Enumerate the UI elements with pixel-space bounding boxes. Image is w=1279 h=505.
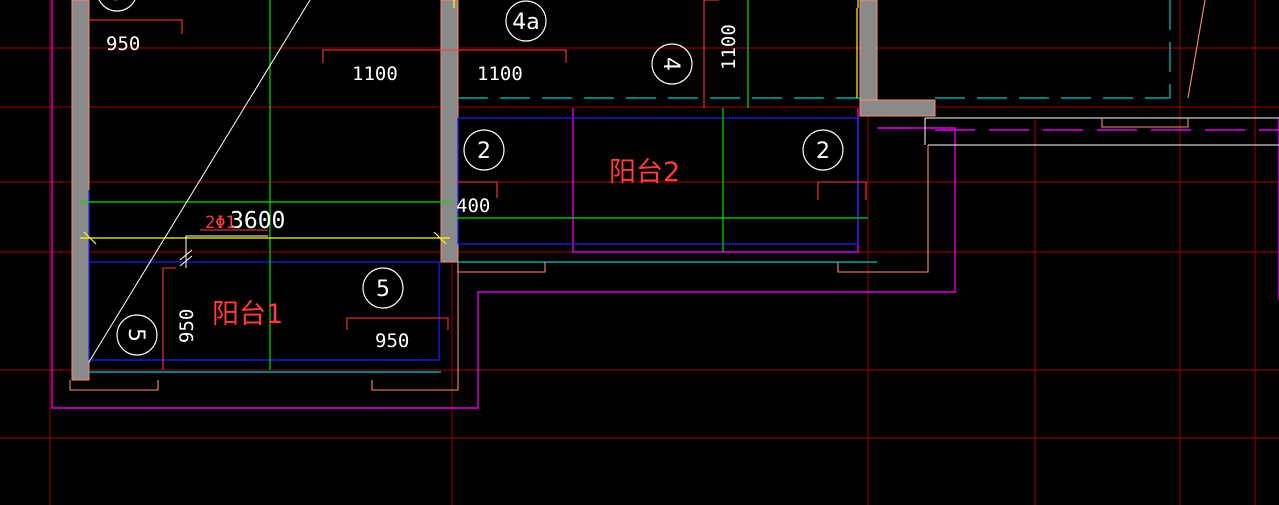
b1-edge-bottom — [69, 380, 159, 391]
b2-edge — [837, 145, 929, 273]
yellow-tick — [433, 231, 447, 245]
room-label-balcony1: 阳台1 — [212, 299, 283, 330]
balcony1-slab — [88, 261, 440, 361]
bubble-label: 2 — [477, 139, 491, 164]
dimension-texts: 950 1100 1100 1100 400 3600 950 950 — [106, 24, 740, 352]
b1-edge-bottom — [371, 262, 459, 391]
red-leaders — [89, 0, 867, 370]
bubble-label: 5 — [123, 328, 148, 342]
blue-lines — [88, 117, 859, 361]
cyan-lines — [89, 0, 1171, 373]
wall-right-horiz — [859, 99, 936, 117]
leader-400 — [455, 181, 498, 198]
bubble-5-mid — [362, 267, 404, 309]
leader-1100-a — [322, 49, 567, 63]
bubble-2-right — [802, 129, 844, 171]
dim-950-vert: 950 — [176, 309, 198, 343]
leader-b2-right — [817, 181, 867, 200]
wall-left — [71, 0, 90, 381]
outer-slab-outline — [51, 0, 956, 409]
room-label-balcony2: 阳台2 — [609, 157, 680, 188]
diagonal-line — [88, 0, 311, 363]
salmon-lines — [69, 0, 1206, 391]
right-slope — [1187, 0, 1206, 99]
green-lines — [80, 0, 868, 370]
bubble-5-left — [116, 314, 158, 356]
bubble-label: 2 — [816, 139, 830, 164]
tag-b1-hatch — [179, 255, 193, 267]
bubble-4a — [505, 0, 547, 42]
dim-950-bottom: 950 — [375, 330, 409, 352]
b2-edge — [457, 262, 546, 273]
rebar-spec: 2Φ1 — [205, 213, 236, 233]
leader-950-vert — [162, 267, 176, 370]
dim-400: 400 — [456, 195, 490, 217]
yellow-lines — [80, 0, 859, 245]
tag-b1-hatch — [179, 249, 193, 261]
leader-1100-vert — [703, 0, 719, 108]
wall-mid — [440, 0, 459, 263]
dim-950-top: 950 — [106, 33, 140, 55]
bubble-labels: 5 4a 4 2 2 5 5 — [110, 0, 830, 342]
bubble-5-top — [98, 0, 136, 12]
bubble-label: 5 — [110, 0, 124, 6]
leader-950-top — [89, 19, 183, 34]
dim-1100-b: 1100 — [477, 63, 523, 85]
dim-1100-vert: 1100 — [718, 24, 740, 70]
balcony2-slab — [457, 117, 859, 245]
bubble-label: 5 — [376, 277, 390, 302]
tag-b1-corner — [185, 235, 268, 268]
grid-bubbles — [98, 0, 844, 356]
wall-right-vert — [859, 0, 878, 106]
bubble-4 — [651, 43, 693, 85]
yellow-tick — [83, 231, 97, 245]
dim-3600: 3600 — [230, 208, 285, 234]
leader-950-bottom — [346, 317, 449, 330]
bubble-2-left — [463, 129, 505, 171]
walls — [71, 0, 936, 381]
right-step — [1101, 118, 1189, 128]
bubble-label: 4a — [512, 10, 539, 35]
bubble-label: 4 — [658, 57, 683, 71]
dim-1100-a: 1100 — [352, 63, 398, 85]
